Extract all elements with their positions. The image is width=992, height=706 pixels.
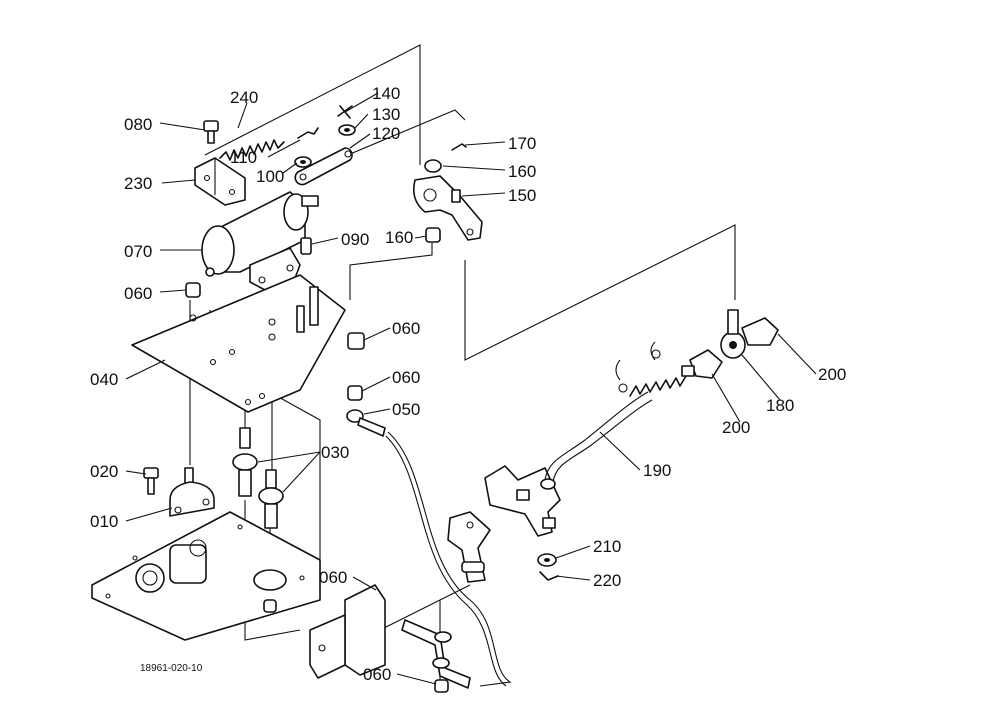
clip-220 [539,571,559,581]
label-200-upper: 200 [818,365,846,384]
label-110: 110 [230,148,257,167]
label-070: 070 [124,242,152,261]
label-050: 050 [392,400,420,419]
label-080: 080 [124,115,152,134]
label-160-upper: 160 [508,162,536,181]
label-010: 010 [90,512,118,531]
label-210: 210 [593,537,621,556]
label-160-lower: 160 [385,228,413,247]
part-labels: 240 080 140 130 120 110 100 230 170 160 … [90,84,846,684]
clip-110 [297,127,319,139]
label-180: 180 [766,396,794,415]
label-100: 100 [256,167,284,186]
frame-plate [91,511,321,641]
label-130: 130 [372,105,400,124]
washer-100 [294,156,312,168]
nut-160-lower [425,227,441,243]
label-140: 140 [372,84,400,103]
label-090: 090 [341,230,369,249]
label-120: 120 [372,124,400,143]
pin-150-stud [451,189,461,203]
label-150: 150 [508,186,536,205]
label-060-a: 060 [124,284,152,303]
label-220: 220 [593,571,621,590]
label-060-d: 060 [319,568,347,587]
rod-190 [540,341,687,490]
lever-plate [484,465,561,537]
plate-040 [131,274,346,413]
label-170: 170 [508,134,536,153]
label-190: 190 [643,461,671,480]
solenoid-070 [201,191,319,291]
drawing-reference: 18961-020-10 [140,663,203,674]
link-120 [294,147,353,186]
shaft-lower [401,619,471,693]
label-060-c: 060 [392,368,420,387]
nut-060-a [185,282,201,298]
isolator-030-a [232,427,258,497]
governor-bracket [447,511,491,583]
label-040: 040 [90,370,118,389]
bolt-080 [203,120,219,144]
leader-lines [125,92,817,685]
rod-end-200-lower [681,349,723,379]
arm-150 [412,175,483,241]
pin-170 [451,143,467,151]
isolator-030-b [258,469,284,529]
label-200-lower: 200 [722,418,750,437]
cable-050 [346,409,512,687]
label-030: 030 [321,443,349,462]
washer-130 [338,124,356,136]
nut-060-c [347,385,363,401]
washer-210 [537,553,557,567]
bracket-230 [194,157,246,206]
label-240: 240 [230,88,258,107]
stud-090 [300,237,312,255]
mount-010 [169,467,215,517]
label-230: 230 [124,174,152,193]
label-060-e: 060 [363,665,391,684]
rod-end-200-upper [727,309,779,346]
nut-160-upper [424,159,442,173]
joint-180 [720,331,746,359]
bracket-lower [263,584,386,679]
nut-060-b [347,332,365,350]
bolt-020 [143,467,159,495]
spring-240 [219,139,285,161]
label-020: 020 [90,462,118,481]
label-060-b: 060 [392,319,420,338]
